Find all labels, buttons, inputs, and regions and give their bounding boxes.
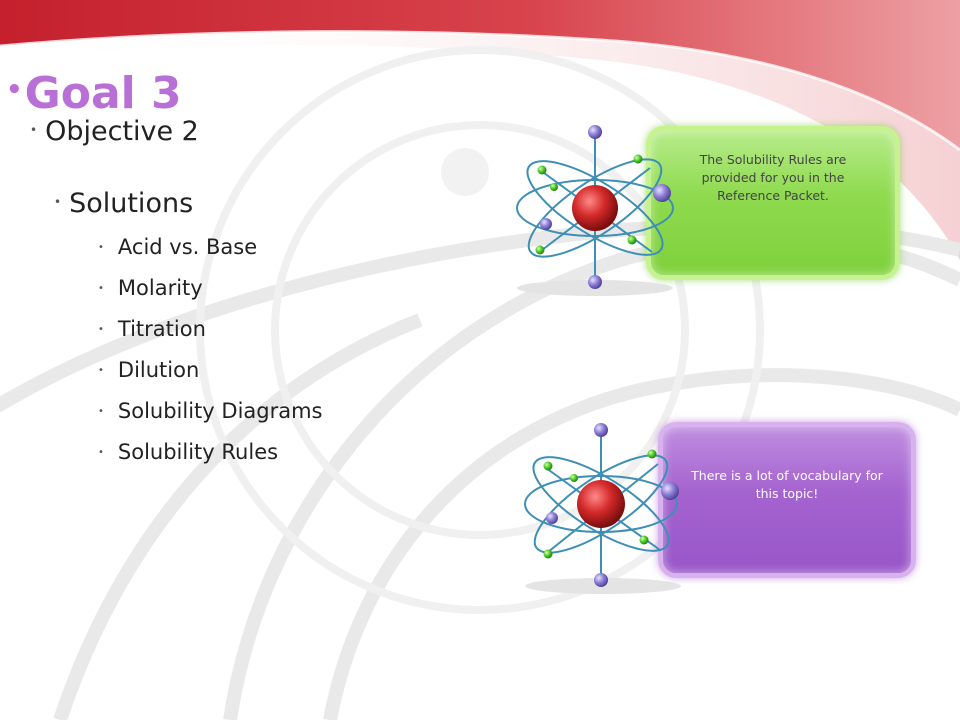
purple-callout-text: There is a lot of vocabulary for this to… xyxy=(691,468,883,501)
bullet-icon: • xyxy=(98,365,104,376)
objective-heading: • Objective 2 xyxy=(30,116,199,147)
list-item-text: Titration xyxy=(117,317,206,341)
atom-icon xyxy=(516,125,674,296)
topic-heading: • Solutions xyxy=(54,188,193,219)
bullet-icon: • xyxy=(54,195,62,209)
list-item: • Molarity xyxy=(98,273,323,314)
list-item: • Dilution xyxy=(98,355,323,396)
list-item-text: Dilution xyxy=(117,358,200,382)
objective-text: Objective 2 xyxy=(45,116,199,147)
list-item-text: Molarity xyxy=(117,276,203,300)
bullet-icon: • xyxy=(98,406,104,417)
slide-title: •Goal 3 xyxy=(6,68,182,119)
bullet-icon: • xyxy=(98,324,104,335)
atom-icon xyxy=(524,423,681,594)
list-item-text: Acid vs. Base xyxy=(117,235,258,259)
title-text: Goal 3 xyxy=(24,68,182,119)
bullet-icon: • xyxy=(98,447,104,458)
topic-text: Solutions xyxy=(69,188,194,219)
bullet-icon: • xyxy=(98,242,104,253)
list-item-text: Solubility Diagrams xyxy=(117,399,323,423)
list-item: • Acid vs. Base xyxy=(98,232,323,273)
green-callout-text: The Solubility Rules are provided for yo… xyxy=(699,152,847,203)
list-item: • Solubility Rules xyxy=(98,437,323,478)
bullet-icon: • xyxy=(30,123,38,137)
bullet-icon: • xyxy=(98,283,104,294)
list-item-text: Solubility Rules xyxy=(117,440,279,464)
purple-callout: There is a lot of vocabulary for this to… xyxy=(658,422,916,578)
list-item: • Solubility Diagrams xyxy=(98,396,323,437)
green-callout: The Solubility Rules are provided for yo… xyxy=(646,126,900,280)
topic-list: • Acid vs. Base • Molarity • Titration • Dil… xyxy=(98,232,323,478)
list-item: • Titration xyxy=(98,314,323,355)
title-bullet: • xyxy=(6,75,23,105)
